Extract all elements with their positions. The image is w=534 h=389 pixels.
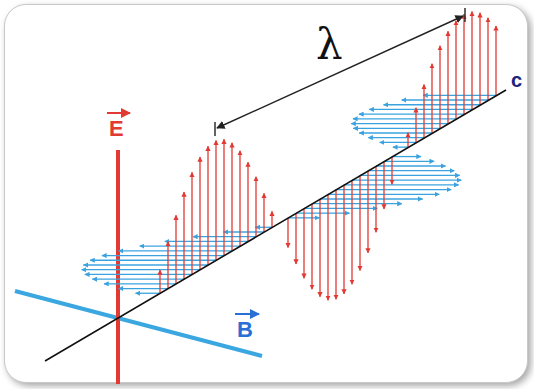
- electric-field-vector: [487, 18, 488, 100]
- electric-field-vector: [263, 193, 264, 232]
- electric-field-vector: [167, 242, 168, 289]
- b-field-axis: [15, 291, 262, 356]
- electric-field-vector: [495, 26, 496, 95]
- electric-field-vector: [287, 218, 288, 248]
- wavelength-tick: [464, 8, 465, 22]
- field-label: E: [109, 118, 124, 140]
- magnetic-field-vector: [393, 146, 408, 147]
- speed-label: c: [511, 70, 522, 90]
- electric-field-vector: [319, 199, 320, 297]
- electric-field-vector: [431, 64, 432, 133]
- electric-field-vector: [199, 157, 200, 270]
- electric-field-vector: [407, 133, 408, 147]
- magnetic-field-vector: [423, 95, 496, 96]
- magnetic-field-vector: [223, 231, 264, 232]
- electric-field-vector: [175, 215, 176, 284]
- electric-field-vector: [383, 161, 384, 209]
- magnetic-field-vector: [360, 175, 460, 176]
- magnetic-field-vector: [92, 278, 184, 279]
- wave-vectors: [82, 12, 496, 301]
- magnetic-field-vector: [344, 184, 459, 185]
- vector-arrow: [107, 112, 130, 114]
- electric-field-vector: [351, 180, 352, 284]
- electric-field-vector: [455, 21, 456, 119]
- magnetic-field-vector: [90, 260, 216, 261]
- electric-field-vector: [479, 13, 480, 105]
- electric-field-vector: [271, 211, 272, 227]
- propagation-axis: [45, 90, 506, 361]
- field-label: B: [237, 319, 253, 341]
- electric-field-vector: [207, 146, 208, 265]
- magnetic-field-vector: [402, 99, 488, 100]
- electric-field-vector: [239, 151, 240, 246]
- electric-field-vector: [343, 185, 344, 294]
- magnetic-field-vector: [380, 142, 416, 143]
- wavelength-arrow: [217, 16, 463, 128]
- magnetic-field-vector: [136, 293, 160, 294]
- electric-field-vector: [463, 14, 464, 114]
- electric-field-vector: [367, 171, 368, 253]
- electric-field-vector: [375, 166, 376, 232]
- wavelength-tick: [214, 122, 215, 136]
- magnetic-field-vector: [392, 156, 421, 157]
- electric-field-vector: [423, 85, 424, 138]
- electric-field-vector: [191, 172, 192, 274]
- rounded-frame: [4, 4, 528, 383]
- magnetic-field-vector: [368, 170, 454, 171]
- magnetic-field-vector: [104, 283, 176, 284]
- electric-field-vector: [255, 177, 256, 237]
- magnetic-field-vector: [312, 203, 402, 204]
- magnetic-field-vector: [359, 132, 432, 133]
- electric-field-vector: [415, 108, 416, 143]
- electric-field-vector: [247, 162, 248, 241]
- electric-field-vector: [295, 213, 296, 264]
- magnetic-field-vector: [353, 128, 440, 129]
- electric-field-vector: [311, 204, 312, 290]
- electric-field-vector: [439, 46, 440, 129]
- magnetic-field-vector: [102, 255, 224, 256]
- electric-field-vector: [335, 190, 336, 300]
- e-field-axis: [116, 150, 120, 384]
- electric-field-vector: [159, 270, 160, 293]
- electric-field-vector: [447, 31, 448, 123]
- magnetic-field-vector: [82, 269, 200, 270]
- magnetic-field-vector: [140, 245, 240, 246]
- electric-field-vector: [303, 208, 304, 278]
- electric-field-vector: [471, 12, 472, 110]
- wavelength-symbol: λ: [316, 24, 343, 66]
- electric-field-vector: [215, 140, 216, 260]
- magnetic-field-vector: [336, 189, 451, 190]
- electric-field-vector: [183, 192, 184, 279]
- magnetic-field-vector: [165, 241, 248, 242]
- electric-field-vector: [231, 143, 232, 251]
- electric-field-vector: [223, 139, 224, 255]
- electric-field-vector: [391, 157, 392, 185]
- magnetic-field-vector: [304, 208, 377, 209]
- vector-arrow: [235, 313, 259, 315]
- magnetic-field-vector: [83, 264, 208, 265]
- magnetic-field-vector: [119, 250, 232, 251]
- magnetic-field-vector: [376, 165, 445, 166]
- magnetic-field-vector: [351, 123, 448, 124]
- electric-field-vector: [359, 175, 360, 270]
- electric-field-vector: [327, 194, 328, 300]
